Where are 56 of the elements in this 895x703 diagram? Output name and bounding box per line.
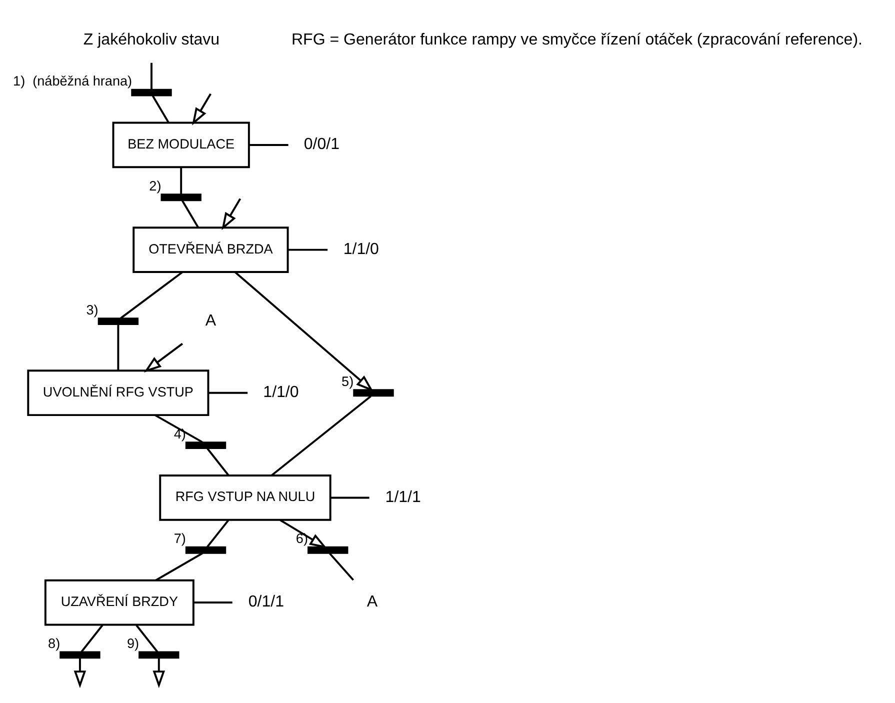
connector xyxy=(249,143,288,146)
arrow xyxy=(144,342,184,372)
node-label: 7) xyxy=(174,530,186,546)
node-text: 0/1/1 xyxy=(248,592,284,610)
arrow xyxy=(222,198,242,230)
node-label: 8) xyxy=(48,635,60,650)
connector xyxy=(180,167,182,194)
node-bar xyxy=(131,88,172,96)
node-label: 5) xyxy=(342,373,354,388)
arrow xyxy=(152,658,166,688)
node-text: A xyxy=(366,592,378,610)
node-bar xyxy=(160,193,202,201)
node-text: 1/1/0 xyxy=(263,382,299,401)
node-bar xyxy=(185,441,226,448)
node-label: 9) xyxy=(126,635,140,650)
arrow xyxy=(74,658,86,688)
node-bar xyxy=(138,650,180,658)
connector xyxy=(152,94,170,122)
connector xyxy=(155,552,203,581)
connector xyxy=(120,270,184,318)
node-box: UVOLNĚNÍ RFG VSTUP xyxy=(27,369,210,416)
label: RFG = Generátor funkce rampy ve smyčce řízení otáček (zpracování reference). xyxy=(291,30,863,48)
connector xyxy=(288,248,328,250)
arrow xyxy=(280,518,328,548)
node-text: 1/1/0 xyxy=(343,240,379,258)
node-bar xyxy=(60,650,100,658)
node-text: A xyxy=(205,311,216,330)
connector xyxy=(150,62,152,89)
node-label: 3) xyxy=(86,302,98,317)
connector xyxy=(206,448,230,476)
node-bar xyxy=(185,546,226,554)
node-box: UZAVŘENÍ BRZDY xyxy=(44,578,194,626)
node-text: 0/0/1 xyxy=(304,134,340,153)
connector xyxy=(208,391,248,394)
node-bar xyxy=(353,388,394,396)
connector xyxy=(330,496,370,498)
node-bar xyxy=(98,317,139,325)
arrow xyxy=(192,92,212,125)
node-box: BEZ MODULACE xyxy=(112,121,250,168)
node-text: 1/1/1 xyxy=(385,487,421,506)
connector xyxy=(182,200,199,228)
connector xyxy=(329,552,354,580)
node-bar xyxy=(308,546,348,554)
arrow xyxy=(234,270,374,392)
node-box: OTEVŘENÁ BRZDA xyxy=(132,226,289,272)
connector xyxy=(154,414,203,442)
connector xyxy=(271,394,372,476)
node-label: 1) (náběžná hrana) xyxy=(13,73,132,88)
connector xyxy=(206,519,230,548)
connector xyxy=(136,624,158,652)
node-text: Z jakéhokoliv stavu xyxy=(83,30,220,48)
node-label: 2) xyxy=(149,178,162,193)
connector xyxy=(117,324,120,370)
connector xyxy=(80,624,104,652)
connector xyxy=(194,601,232,604)
node-box: RFG VSTUP NA NULU xyxy=(159,474,332,520)
